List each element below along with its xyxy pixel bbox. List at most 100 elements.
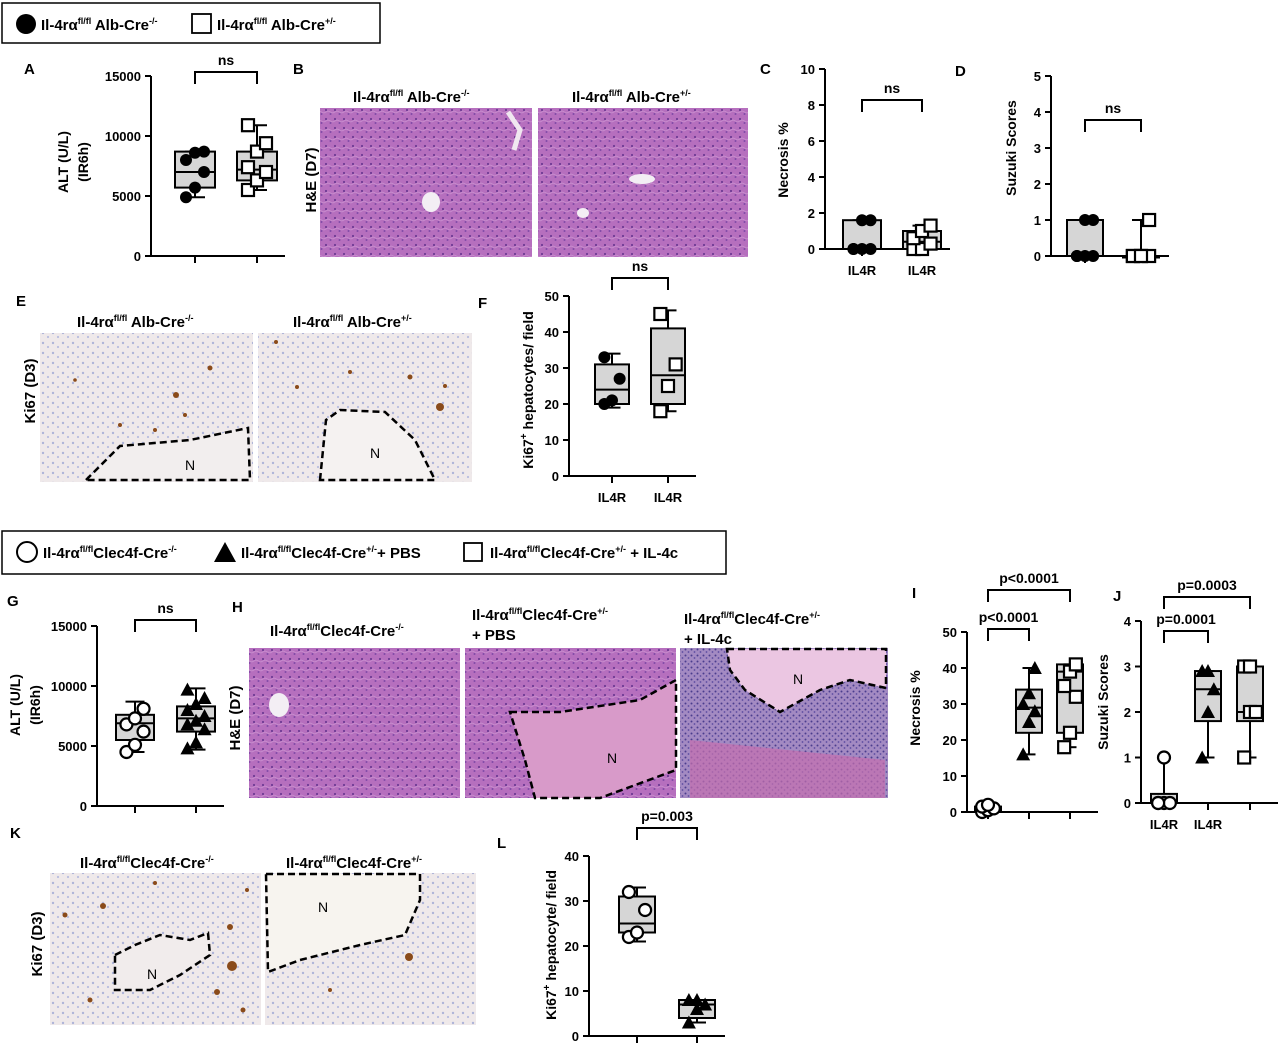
- panel-e-title-0: Il-4rαfl/fl Alb-Cre-/-: [77, 313, 194, 331]
- y-tick-label: 30: [943, 697, 957, 712]
- panel-e-title-1: Il-4rαfl/fl Alb-Cre+/-: [293, 313, 412, 331]
- data-point: [180, 191, 192, 204]
- data-point: [668, 357, 683, 372]
- panel-b-he-image-0: [320, 108, 532, 257]
- y-tick-label: 8: [808, 98, 815, 113]
- box-series-1: [1015, 661, 1043, 761]
- box-series-1: [1122, 212, 1160, 264]
- significance-label: p<0.0001: [999, 570, 1059, 586]
- data-point: [1070, 250, 1083, 262]
- y-tick-label: 20: [545, 397, 559, 412]
- data-point: [1016, 697, 1031, 710]
- significance-label: p=0.0003: [1177, 577, 1237, 593]
- data-point: [1027, 661, 1042, 674]
- legend-top-filled-circle-icon: [16, 14, 36, 34]
- panel-letter-d: D: [955, 63, 966, 80]
- panel-letter-h: H: [232, 599, 243, 616]
- y-tick-label: 0: [808, 242, 815, 257]
- panel-k-n-label-0: N: [147, 966, 157, 982]
- y-tick-label: 10: [801, 62, 815, 77]
- y-tick-label: 20: [943, 733, 957, 748]
- panel-h-he-image-0: [249, 648, 460, 798]
- y-tick-label: 40: [545, 325, 559, 340]
- y-tick-label: 10: [565, 984, 579, 999]
- x-tick-label: IL4R: [1150, 817, 1179, 832]
- data-point: [1201, 705, 1215, 718]
- y-tick-label: 2: [1034, 177, 1041, 192]
- legend-top-open-square-icon: [191, 13, 212, 34]
- y-axis-label: Necrosis %: [775, 122, 791, 198]
- data-point: [198, 166, 210, 178]
- y-tick-label: 4: [1124, 614, 1132, 629]
- panel-h-necrosis-outline-1: [508, 677, 678, 800]
- panel-b-ylabel: H&E (D7): [303, 147, 320, 212]
- box-series-1: [678, 993, 716, 1029]
- significance-bracket: ns: [861, 80, 923, 112]
- box-series-0: [618, 884, 656, 945]
- data-point: [629, 925, 645, 940]
- data-point: [856, 214, 868, 227]
- y-tick-label: 30: [565, 894, 579, 909]
- data-point: [1242, 659, 1258, 674]
- data-point: [197, 691, 212, 704]
- panel-b-vessel: [422, 192, 440, 212]
- y-axis-label-2: (IR6h): [27, 685, 43, 725]
- panel-h-title-1: Il-4rαfl/flClec4f-Cre+/-: [472, 606, 608, 624]
- y-tick-label: 20: [565, 939, 579, 954]
- panel-letter-i: I: [912, 585, 916, 602]
- data-point: [1068, 689, 1083, 704]
- box-series-1: [176, 682, 216, 755]
- data-point: [606, 394, 618, 407]
- data-point: [1022, 686, 1036, 700]
- legend-top: Il-4rαfl/fl Alb-Cre-/- Il-4rαfl/fl Alb-C…: [1, 2, 381, 44]
- y-tick-label: 40: [943, 661, 957, 676]
- bracket-line: [1163, 630, 1209, 643]
- data-point: [1087, 250, 1100, 262]
- significance-label: p=0.003: [641, 808, 693, 824]
- panel-letter-c: C: [760, 61, 771, 78]
- data-point: [1062, 725, 1078, 740]
- box-series-1: [236, 118, 278, 198]
- data-point: [1141, 212, 1157, 228]
- significance-bracket: ns: [134, 600, 197, 632]
- data-point: [1248, 704, 1263, 720]
- panel-h-images: H&E (D7) Il-4rαfl/flClec4f-Cre-/- Il-4rα…: [227, 606, 888, 800]
- bracket-line: [987, 628, 1030, 641]
- panel-h-title-2: Il-4rαfl/flClec4f-Cre+/-: [684, 610, 820, 628]
- panel-k-title-0: Il-4rαfl/flClec4f-Cre-/-: [80, 854, 214, 872]
- bracket-line: [1163, 596, 1251, 609]
- data-point: [660, 378, 676, 394]
- data-point: [258, 136, 274, 151]
- y-tick-label: 50: [943, 625, 957, 640]
- panel-k-ki67-dots: [62, 881, 413, 1013]
- significance-label: ns: [1105, 100, 1122, 116]
- x-tick-label: IL4R: [908, 263, 937, 278]
- data-point: [1133, 248, 1149, 264]
- legend-mid-box: [1, 530, 727, 575]
- y-tick-label: 10000: [105, 129, 141, 144]
- data-point: [1151, 795, 1166, 811]
- data-point: [1016, 747, 1031, 761]
- legend-mid: Il-4rαfl/flClec4f-Cre-/- Il-4rαfl/flClec…: [1, 530, 727, 575]
- panel-e-ylabel: Ki67 (D3): [22, 358, 39, 423]
- data-point: [690, 1002, 704, 1015]
- panel-b-vessel-2: [505, 110, 523, 151]
- y-tick-label: 5000: [58, 739, 87, 754]
- panel-letter-k: K: [10, 825, 21, 842]
- y-tick-label: 10: [943, 769, 957, 784]
- panel-k-ylabel: Ki67 (D3): [29, 911, 46, 976]
- panel-h-title-0: Il-4rαfl/flClec4f-Cre-/-: [270, 622, 404, 640]
- data-point: [1195, 750, 1210, 764]
- data-point: [864, 214, 877, 227]
- bracket-line: [636, 827, 698, 840]
- y-tick-label: 2: [1124, 705, 1131, 720]
- data-point: [1057, 678, 1072, 694]
- legend-mid-label-1: Il-4rαfl/flClec4f-Cre+/-+ PBS: [241, 544, 421, 562]
- data-point: [189, 713, 203, 727]
- box-series-0: [974, 797, 1002, 820]
- significance-label: ns: [218, 52, 235, 68]
